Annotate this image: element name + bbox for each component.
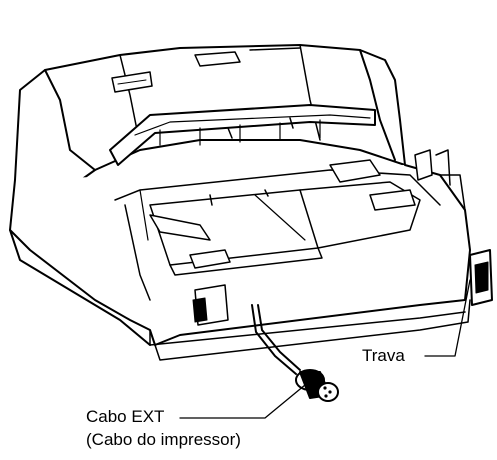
leader-line-trava	[424, 279, 471, 357]
ext-cable	[251, 304, 339, 402]
feed-guide	[109, 104, 376, 166]
leader-line-cable	[179, 384, 306, 419]
label-trava: Trava	[362, 346, 405, 365]
lock-latch	[435, 149, 493, 306]
label-cable-note: (Cabo do impressor)	[86, 430, 241, 449]
label-cable: Cabo EXT	[86, 407, 165, 426]
front-latch	[192, 284, 229, 326]
callout-lines	[179, 279, 471, 419]
paper-guides	[149, 149, 433, 269]
paper-plates	[149, 181, 421, 276]
